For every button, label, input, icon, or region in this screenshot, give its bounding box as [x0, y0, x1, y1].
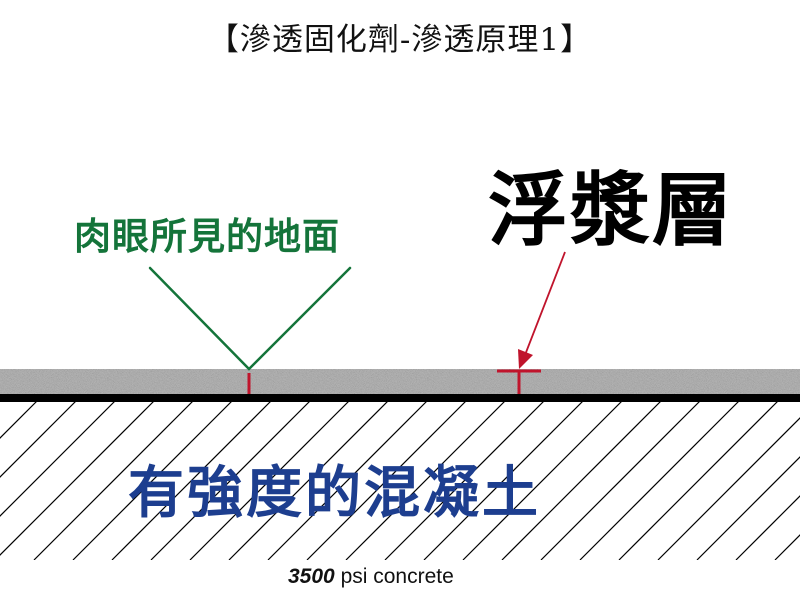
hatch-line: [0, 400, 39, 439]
laitance-label: 浮漿層: [488, 164, 734, 257]
hatch-line: [462, 400, 624, 560]
hatch-line: [657, 417, 800, 560]
concrete-hatch: [0, 400, 800, 560]
concrete-surface-line: [0, 394, 800, 402]
concrete-strength-value: 3500: [288, 565, 335, 588]
concrete-strength-unit: psi concrete: [340, 565, 454, 588]
hatch-line: [111, 400, 273, 560]
concrete-caption: 3500 psi concrete: [288, 565, 454, 589]
hatch-line: [423, 400, 585, 560]
hatch-line: [501, 400, 663, 560]
visible-surface-label: 肉眼所見的地面: [74, 215, 340, 258]
strong-concrete-label: 有強度的混凝土: [128, 461, 541, 526]
hatch-line: [189, 400, 351, 560]
hatch-line: [579, 400, 741, 560]
visible-surface-pointer: [148, 266, 352, 371]
laitance-arrow: [518, 251, 566, 369]
hatch-line: [384, 400, 546, 560]
hatch-line: [150, 400, 312, 560]
hatch-line: [72, 400, 234, 560]
hatch-line: [774, 534, 800, 560]
hatch-line: [735, 495, 800, 560]
hatch-line: [0, 400, 117, 517]
page-title: 【滲透固化劑-滲透原理1】: [207, 22, 593, 58]
hatch-line: [0, 400, 78, 478]
hatch-line: [0, 400, 156, 556]
laitance-marker: [497, 369, 541, 394]
hatch-line: [306, 400, 468, 560]
hatch-line: [345, 400, 507, 560]
hatch-line: [228, 400, 390, 560]
hatch-line: [618, 400, 780, 560]
hatch-line: [540, 400, 702, 560]
hatch-line: [267, 400, 429, 560]
hatch-line: [33, 400, 195, 560]
laitance-layer: [0, 369, 800, 394]
hatch-line: [696, 456, 800, 560]
